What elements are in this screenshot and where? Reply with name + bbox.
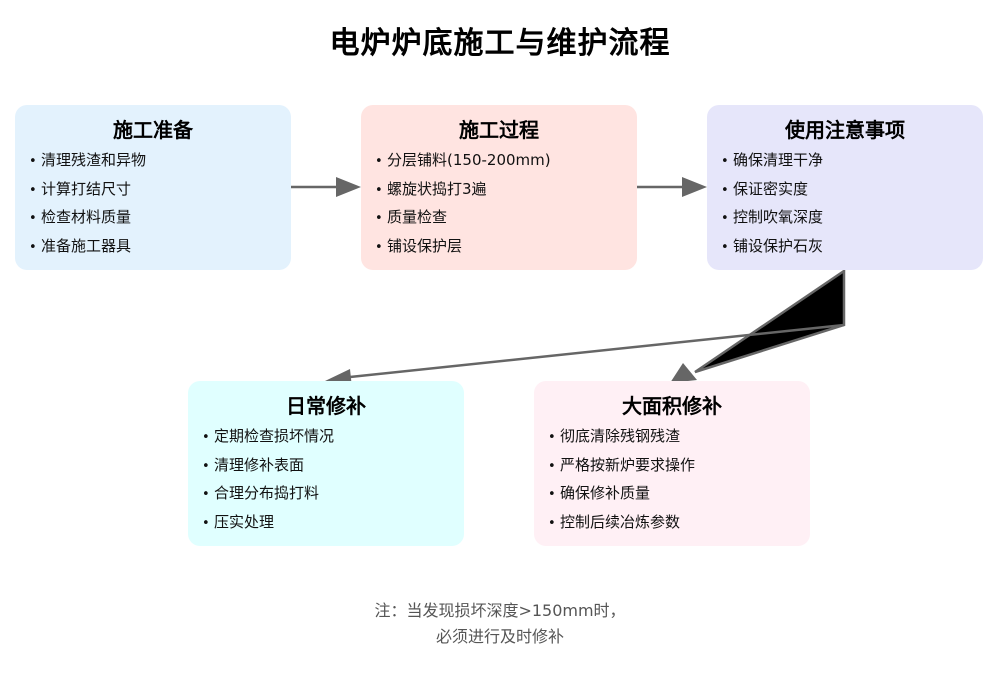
item-text: 定期检查损坏情况 [214,427,335,445]
list-item: •控制后续冶炼参数 [548,509,695,538]
list-item: •压实处理 [202,509,334,538]
bullet-icon: • [721,211,729,226]
node-daily-repair: 日常修补 •定期检查损坏情况 •清理修补表面 •合理分布捣打料 •压实处理 [188,381,464,546]
bullet-icon: • [29,239,37,255]
item-text: 控制吹氧深度 [733,208,824,226]
node-title: 施工过程 [459,118,539,142]
item-text: 清理修补表面 [214,455,305,474]
item-text: 螺旋状捣打3遍 [387,179,487,198]
node-items: •确保清理干净 •保证密实度 •控制吹氧深度 •铺设保护石灰 [721,147,823,261]
list-item: •保证密实度 [721,176,823,205]
list-item: • 合理分布捣打料 [202,480,334,509]
list-item: •铺设保护层 [375,233,551,262]
item-text: 质量检查 [387,208,448,226]
list-item: • 检查材料质量 [29,204,146,233]
node-title: 使用注意事项 [785,118,905,142]
bullet-icon: • [202,515,210,531]
list-item: • 清理残渣和异物 [29,147,146,176]
edge-process-to-usage [637,177,707,197]
item-text: 保证密实度 [733,179,809,198]
bullet-icon: • [202,458,210,474]
node-process: 施工过程 •分层铺料(150-200mm) •螺旋状捣打3遍 •质量检查 •铺设… [361,105,637,270]
bullet-icon: • [548,430,556,445]
item-text: 分层铺料(150-200mm) [387,151,551,169]
bullet-icon: • [29,154,37,169]
bullet-icon: • [548,487,556,502]
list-item: • 控制吹氧深度 [721,204,823,233]
bullet-icon: • [202,487,210,502]
list-item: •计算打结尺寸 [29,176,146,205]
list-item: •铺设保护石灰 [721,233,823,262]
footnote-line-1: 注：当发现损坏深度>150mm时， [374,601,626,620]
bullet-icon: • [548,458,556,474]
node-title: 日常修补 [286,394,366,418]
node-items: •清理残渣和异物 •计算打结尺寸 •检查材料质量 •准备施工器具 [29,147,146,261]
item-text: 准备施工器具 [41,236,132,255]
item-text: 合理分布捣打料 [214,484,320,502]
node-title: 大面积修补 [622,394,722,418]
item-text: 严格按新炉要求操作 [560,455,696,474]
bullet-icon: • [375,239,383,255]
list-item: •准备施工器具 [29,233,146,262]
node-items: •定期检查损坏情况 •清理修补表面 •合理分布捣打料 •压实处理 [202,423,334,537]
list-item: • 质量检查 [375,204,551,233]
list-item: • 分层铺料(150-200mm) [375,147,551,176]
bullet-icon: • [375,154,383,169]
node-usage: 使用注意事项 •确保清理干净 •保证密实度 •控制吹氧深度 •铺设保护石灰 [707,105,983,270]
arrowhead-icon [336,177,361,197]
edge-prep-to-process [291,177,361,197]
node-major-repair: 大面积修补 •彻底清除残钢残渣 •严格按新炉要求操作 •确保修补质量 •控制后续… [534,381,810,546]
list-item: •清理修补表面 [202,452,334,481]
footnote: 注：当发现损坏深度>150mm时， 必须进行及时修补 [0,598,1000,650]
bullet-icon: • [548,515,556,531]
list-item: •严格按新炉要求操作 [548,452,695,481]
list-item: • 确保修补质量 [548,480,695,509]
bullet-icon: • [721,182,729,198]
node-items: •分层铺料(150-200mm) •螺旋状捣打3遍 •质量检查 •铺设保护层 [375,147,551,261]
node-items: •彻底清除残钢残渣 •严格按新炉要求操作 •确保修补质量 •控制后续冶炼参数 [548,423,695,537]
list-item: •螺旋状捣打3遍 [375,176,551,205]
item-text: 压实处理 [214,512,275,531]
list-item: • 定期检查损坏情况 [202,423,334,452]
node-prep: 施工准备 •清理残渣和异物 •计算打结尺寸 •检查材料质量 •准备施工器具 [15,105,291,270]
item-text: 清理残渣和异物 [41,151,147,169]
bullet-icon: • [29,211,37,226]
footnote-line-2: 必须进行及时修补 [435,627,564,646]
item-text: 确保修补质量 [560,484,651,502]
item-text: 彻底清除残钢残渣 [560,427,681,445]
bullet-icon: • [29,182,37,198]
bullet-icon: • [721,154,729,169]
list-item: • 彻底清除残钢残渣 [548,423,695,452]
item-text: 铺设保护石灰 [733,236,824,255]
item-text: 计算打结尺寸 [41,179,132,198]
edge-usage-to-daily [325,323,845,388]
item-text: 确保清理干净 [733,151,824,169]
diagram-title: 电炉炉底施工与维护流程 [329,26,671,61]
node-title: 施工准备 [113,118,193,142]
arrowhead-icon [670,363,697,383]
bullet-icon: • [202,430,210,445]
item-text: 检查材料质量 [41,208,132,226]
item-text: 控制后续冶炼参数 [560,512,681,531]
arrowhead-icon [682,177,707,197]
list-item: • 确保清理干净 [721,147,823,176]
edge-usage-to-major [670,268,846,383]
bullet-icon: • [721,239,729,255]
bullet-icon: • [375,182,383,198]
item-text: 铺设保护层 [387,236,463,255]
bullet-icon: • [375,211,383,226]
